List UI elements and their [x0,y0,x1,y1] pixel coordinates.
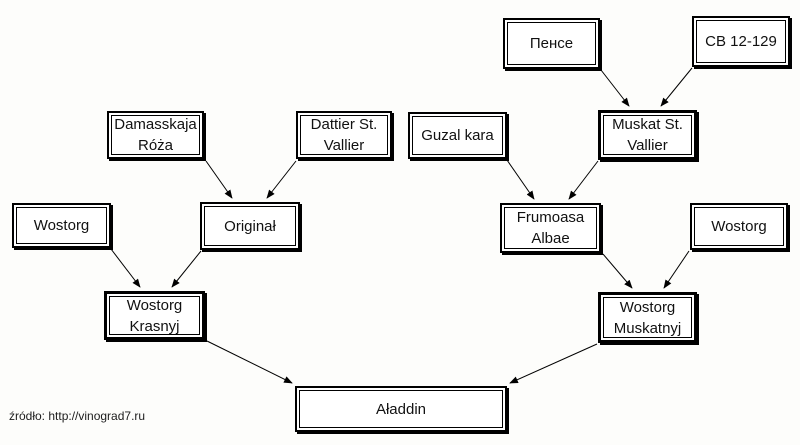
node-wostorg-left: Wostorg [12,203,111,248]
node-label: Muskat St. [612,116,683,133]
node-label: Albae [531,230,570,247]
node-label: Wostorg [619,298,676,316]
node-label: Dattier St. [310,116,378,133]
edge-wostorg-left-to-wostorg-krasnyj [110,248,141,288]
edge-cb-12-129-to-muskat-st-vallier [660,67,693,107]
node-label: Wostorg [33,217,90,234]
edge-wostorg-right-to-wostorg-muskatnyj [663,250,690,289]
node-wostorg-right: Wostorg [690,203,788,250]
edge-frumoasa-albae-to-wostorg-muskatnyj [602,253,633,289]
edge-dattier-st-vallier-to-original [266,160,297,199]
node-label: Vallier [323,137,365,154]
node-label: Muskatnyj [613,319,682,337]
node-label: Wostorg [126,296,183,314]
node-label: Vallier [627,137,668,154]
edge-pense-to-muskat-st-vallier [600,69,630,107]
edge-guzal-kara-to-frumoasa-albae [506,159,535,200]
node-dattier-st-vallier: Dattier St. Vallier [296,111,392,159]
edge-muskat-st-vallier-to-frumoasa-albae [568,160,599,200]
edge-wostorg-muskatnyj-to-aladdin [509,343,598,384]
edge-original-to-wostorg-krasnyj [171,250,202,288]
node-label: Originał [224,217,276,235]
node-label: Frumoasa [516,209,585,226]
node-label: CB 12-129 [705,33,777,50]
edge-wostorg-krasnyj-to-aladdin [206,340,293,384]
edge-damasskaja-roza-to-original [205,160,233,199]
node-muskat-st-vallier: Muskat St. Vallier [598,110,697,160]
node-label: Guzal kara [421,127,494,144]
source-note: źródło: http://vinograd7.ru [9,409,146,423]
node-label: Пенсе [529,35,574,52]
node-label: Damasskaja [114,116,197,133]
node-aladdin: Aładdin [295,386,507,432]
node-label: Róża [137,137,174,154]
node-label: Krasnyj [129,317,180,335]
node-cb-12-129: CB 12-129 [692,16,790,67]
node-guzal-kara: Guzal kara [408,112,507,159]
node-label: Wostorg [711,218,767,235]
node-original: Originał [200,202,300,250]
node-label: Aładdin [375,400,427,418]
node-pense: Пенсе [503,18,600,69]
